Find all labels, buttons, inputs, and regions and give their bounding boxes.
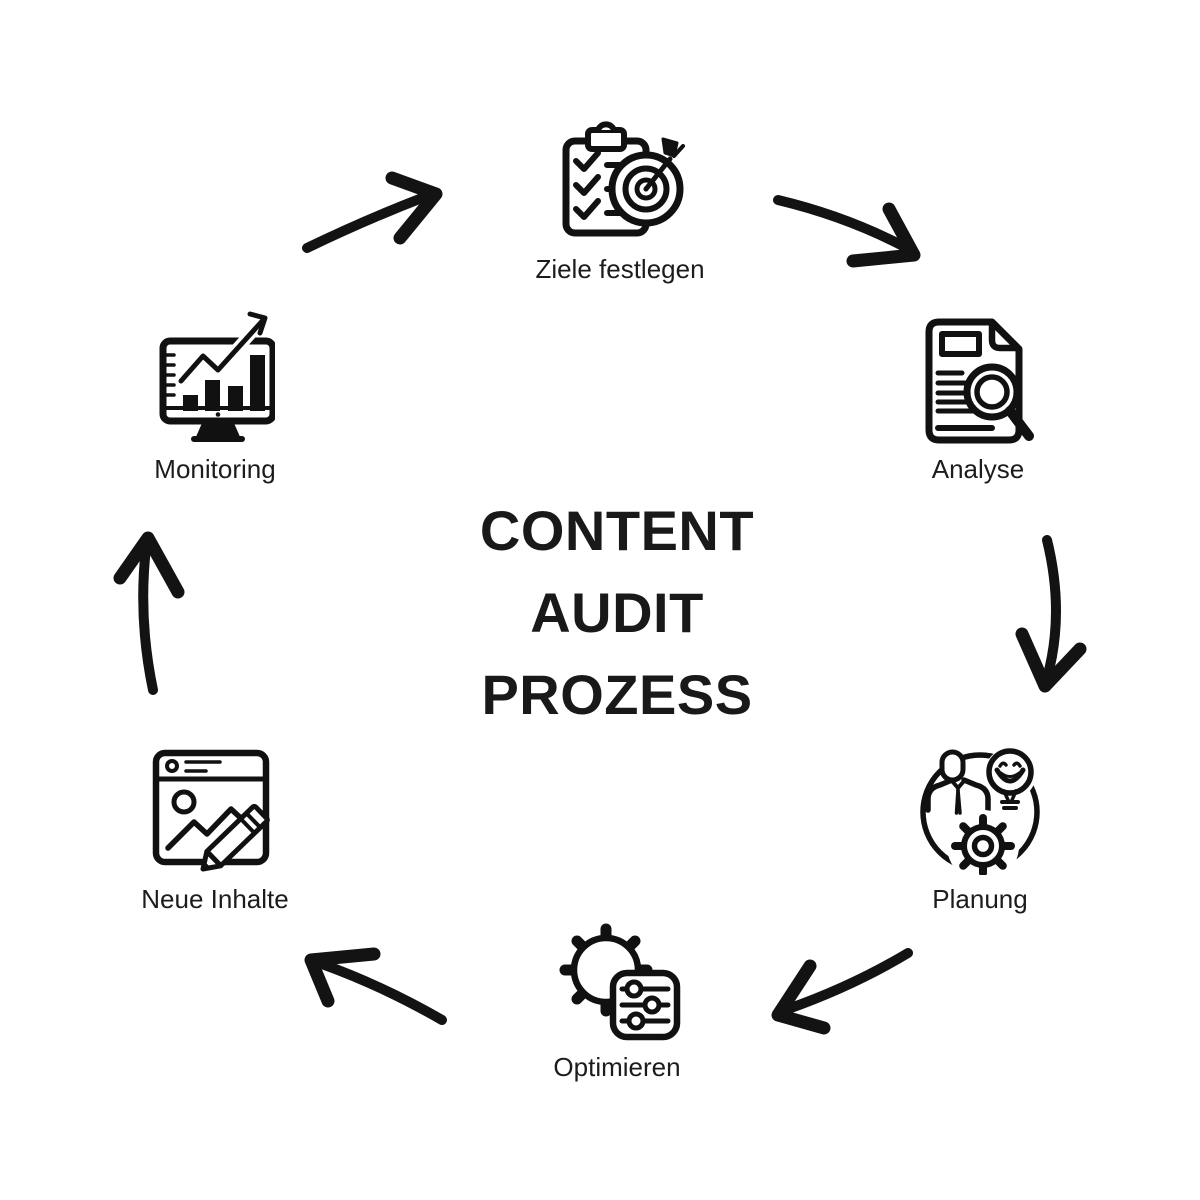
monitor-chart-icon <box>159 311 275 442</box>
stage-label: Monitoring <box>154 454 276 484</box>
gear-sliders-icon <box>559 923 680 1041</box>
arrow-planung-to-optimieren <box>771 948 913 1035</box>
stage-monitoring: Monitoring <box>75 300 355 483</box>
stage-label: Ziele festlegen <box>535 254 705 284</box>
stage-planung: Planung <box>840 740 1120 913</box>
browser-image-pencil-icon <box>152 749 270 872</box>
title-line: CONTENT <box>479 499 755 562</box>
stage-label: Planung <box>932 884 1028 914</box>
arrow-monitoring-to-ziele <box>302 171 443 253</box>
stage-optimieren: Optimieren <box>477 918 757 1081</box>
stage-ziele-festlegen: Ziele festlegen <box>480 115 760 283</box>
stage-analyse: Analyse <box>838 315 1118 483</box>
diagram-title: CONTENT AUDIT PROZESS <box>467 490 767 736</box>
arrow-optimieren-to-neue-inhalte <box>304 947 447 1025</box>
person-lightbulb-gear-icon <box>919 748 1040 875</box>
arrow-ziele-to-analyse <box>773 195 921 268</box>
document-magnifier-icon <box>925 318 1034 444</box>
title-line: PROZESS <box>481 663 753 726</box>
clipboard-target-icon <box>562 121 685 237</box>
stage-label: Optimieren <box>553 1052 681 1082</box>
stage-neue-inhalte: Neue Inhalte <box>75 745 355 913</box>
title-line: AUDIT <box>530 581 704 644</box>
arrow-analyse-to-planung <box>1015 535 1087 693</box>
stage-label: Analyse <box>931 454 1025 484</box>
stage-label: Neue Inhalte <box>141 884 289 914</box>
arrow-neue-inhalte-to-monitoring <box>113 531 185 695</box>
